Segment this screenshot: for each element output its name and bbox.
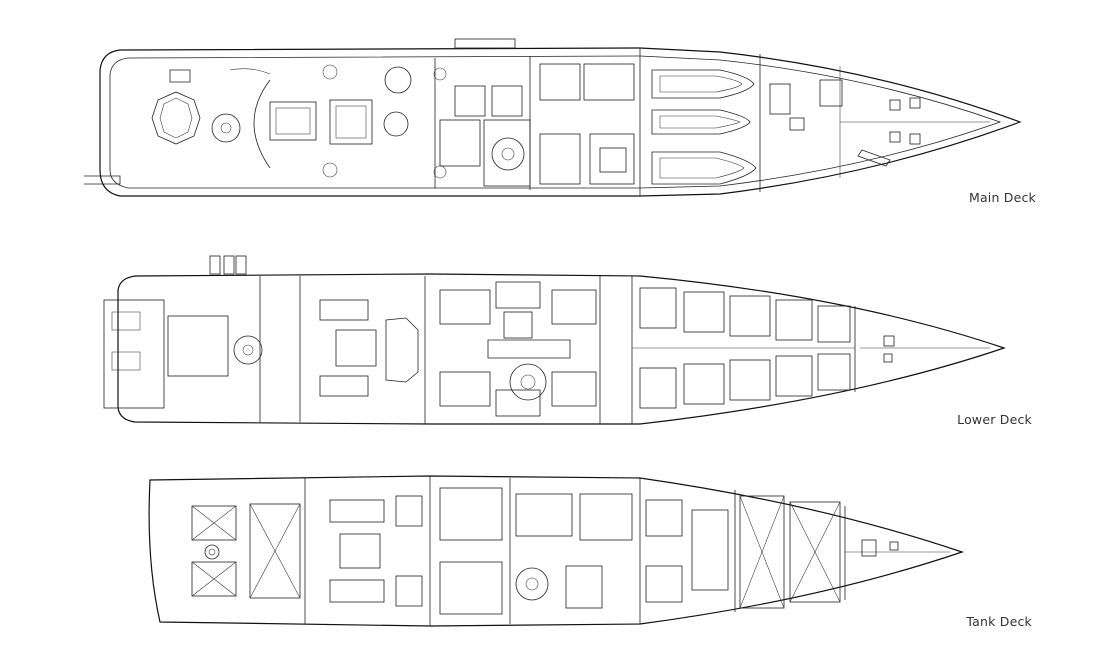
tender-1: [651, 69, 755, 99]
main-deck-label: Main Deck: [968, 190, 1036, 205]
tender-3: [651, 151, 757, 185]
tank-deck-hull: [148, 475, 964, 627]
main-deck-plan: [84, 38, 1022, 197]
tender-2: [651, 109, 751, 135]
lower-deck-label: Lower Deck: [957, 412, 1032, 427]
tank-deck-plan: [148, 475, 964, 627]
main-deck-hull: [99, 47, 1022, 197]
tank-deck-label: Tank Deck: [966, 614, 1032, 629]
tank-compartments: [191, 495, 841, 609]
lower-deck-plan: [103, 255, 1006, 425]
lower-deck-hull: [117, 273, 1006, 425]
